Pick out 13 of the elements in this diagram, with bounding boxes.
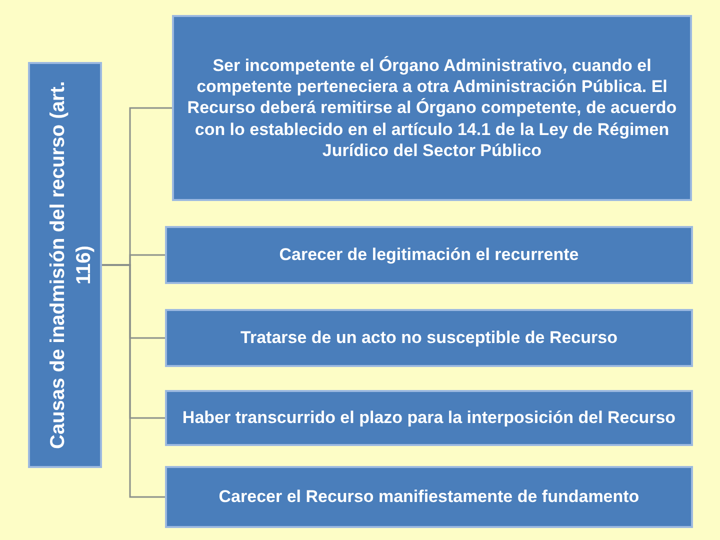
cause-box bbox=[165, 309, 693, 367]
box-text: Tratarse de un acto no susceptible de Recurso bbox=[240, 327, 618, 349]
box-text: Carecer el Recurso manifiestamente de fundamento bbox=[218, 486, 640, 508]
cause-box bbox=[172, 15, 692, 201]
box-text: Haber transcurrido el plazo para la interposición del Recurso bbox=[181, 407, 677, 429]
cause-box bbox=[165, 390, 693, 446]
box-text: Causas de inadmisión del recurso (art. 116) bbox=[46, 80, 96, 451]
category-box bbox=[28, 62, 102, 468]
connector-line bbox=[102, 264, 165, 498]
cause-box bbox=[165, 466, 693, 528]
box-text: Ser incompetente el Órgano Administrativo, cuando el competente perteneciera a otra Administración Pública. El Recurso deberá remitirse al Órgano competente, de acuerdo con lo establecido en el artículo 14.1 de la Ley de Régimen Jurídico del Sector Público bbox=[186, 54, 678, 162]
cause-box bbox=[165, 226, 693, 284]
box-text: Carecer de legitimación el recurrente bbox=[278, 244, 580, 266]
